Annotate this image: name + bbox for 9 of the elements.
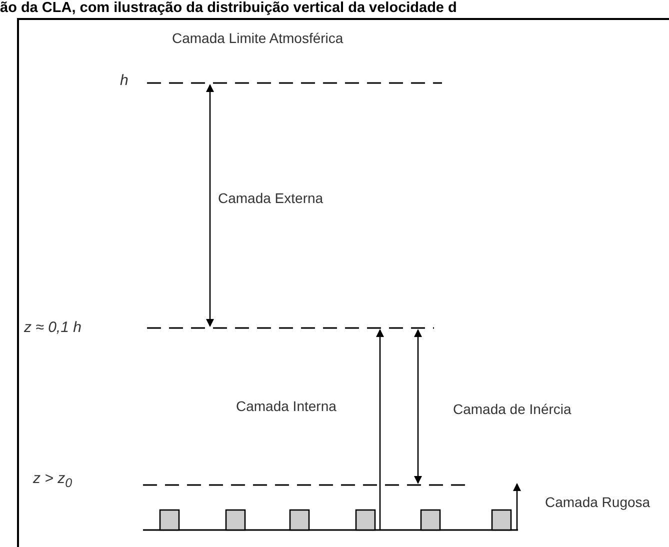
- height-formula: z ≈ 0,1 h: [24, 319, 82, 336]
- layer-name: Camada Interna: [236, 398, 336, 414]
- layer-name: Camada de Inércia: [453, 401, 572, 417]
- figure-title: ão da CLA, com ilustração da distribuição vertical da velocidade d: [0, 0, 457, 16]
- layer-name: Camada Limite Atmosférica: [172, 30, 344, 46]
- layer-name: Camada Rugosa: [545, 494, 650, 510]
- layer-name: Camada Externa: [218, 190, 324, 206]
- height-formula: z > z$_{0}$: [33, 470, 72, 490]
- height-symbol: h: [120, 72, 128, 89]
